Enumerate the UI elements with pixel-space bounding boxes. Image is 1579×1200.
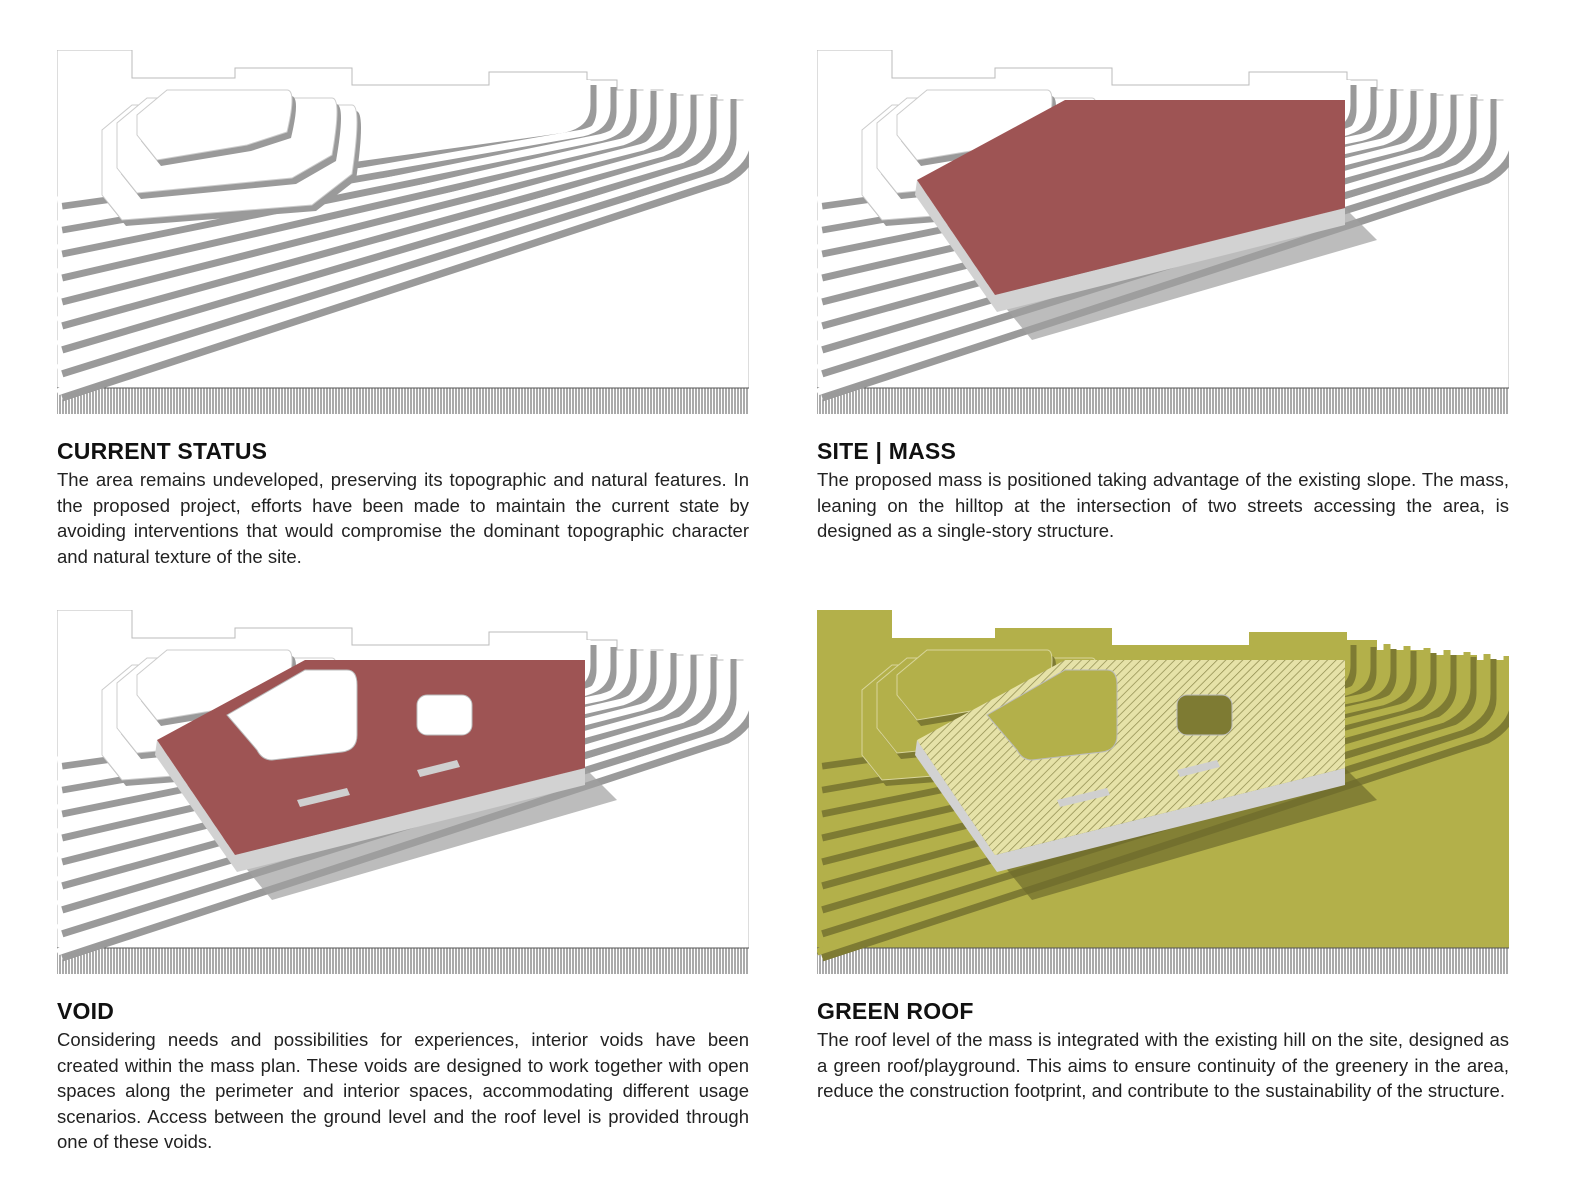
panel-description: The area remains undeveloped, preserving…: [57, 469, 749, 567]
contour-shadow: [820, 653, 1437, 866]
contour-edge: [817, 656, 1509, 956]
contour-edge: [817, 650, 1451, 884]
contour-shadow: [60, 657, 717, 914]
contour-lines: [817, 640, 1509, 962]
contour-edge: [817, 652, 1471, 908]
panel-title: VOID: [57, 998, 115, 1024]
contour-edge: [57, 82, 611, 228]
panel-title: SITE | MASS: [817, 438, 956, 464]
interior-void-large: [226, 669, 358, 761]
contour-edge: [817, 654, 1491, 932]
panel-green-roof: GREEN ROOF The roof level of the mass is…: [817, 610, 1509, 1104]
ground-section-hatch: [57, 387, 749, 414]
contour-edge: [57, 86, 651, 276]
contour-shadow: [60, 661, 749, 962]
contour-shadow: [60, 659, 737, 938]
contour-edge: [817, 86, 1411, 276]
building-mass: [155, 660, 617, 900]
mass-side-wall: [155, 740, 585, 872]
panel-title: GREEN ROOF: [817, 998, 974, 1024]
contour-edge: [817, 90, 1451, 324]
mass-side-wall: [915, 180, 1345, 312]
interior-void-access: [1176, 694, 1233, 736]
skylight-void: [1177, 760, 1220, 777]
topography-diagram-site-mass: [817, 50, 1509, 414]
contour-edge: [57, 92, 711, 348]
contour-lines: [817, 80, 1509, 402]
contour-shadow: [820, 661, 1509, 962]
contour-shadow: [820, 93, 1437, 306]
contour-edge: [817, 644, 1391, 812]
panel-description: The proposed mass is positioned taking a…: [817, 469, 1509, 542]
contour-edge: [57, 96, 749, 396]
mass-roof: [917, 100, 1345, 295]
contour-shadow: [820, 95, 1457, 330]
skylight-void: [417, 760, 460, 777]
ground-section-hatch: [57, 947, 749, 974]
contour-shadow: [60, 653, 677, 866]
interior-void-large: [986, 669, 1118, 761]
contour-shadow: [820, 101, 1509, 402]
contour-shadow: [60, 99, 737, 378]
mass-shadow: [995, 208, 1377, 340]
contour-shadow: [60, 655, 697, 890]
contour-shadow: [60, 95, 697, 330]
topography-diagram-void: [57, 610, 749, 974]
mass-shadow: [235, 768, 617, 900]
contour-edge: [817, 646, 1411, 836]
interior-void-access: [416, 694, 473, 736]
contour-edge: [57, 80, 591, 204]
contour-edge: [57, 90, 691, 324]
contour-edge: [817, 96, 1509, 396]
contour-shadow: [820, 99, 1497, 378]
contour-shadow: [60, 101, 749, 402]
panel-description: Considering needs and possibilities for …: [57, 1029, 749, 1153]
mass-side-wall: [915, 740, 1345, 872]
skylight-void: [1057, 788, 1110, 807]
contour-edge: [57, 88, 671, 300]
contour-lines: [57, 80, 749, 402]
contour-edge: [57, 650, 691, 884]
contour-edge: [57, 644, 631, 812]
contour-shadow: [820, 659, 1497, 938]
contour-shadow: [60, 91, 657, 282]
contour-edge: [57, 648, 671, 860]
contour-edge: [817, 84, 1391, 252]
topography-diagram-current-status: [57, 50, 749, 414]
contour-edge: [817, 92, 1471, 348]
panel-current-status: CURRENT STATUS The area remains undevelo…: [57, 50, 749, 569]
panel-void: VOID Considering needs and possibilities…: [57, 610, 749, 1155]
ground-section-hatch: [817, 947, 1509, 974]
contour-edge: [57, 646, 651, 836]
contour-shadow: [60, 93, 677, 306]
contour-shadow: [820, 91, 1417, 282]
contour-shadow: [60, 97, 717, 354]
ground-section-hatch: [817, 387, 1509, 414]
contour-shadow: [820, 651, 1417, 842]
contour-edge: [57, 94, 731, 372]
panel-site-mass: SITE | MASS The proposed mass is positio…: [817, 50, 1509, 544]
contour-lines: [57, 640, 749, 962]
contour-edge: [817, 88, 1431, 300]
mass-shadow: [995, 768, 1377, 900]
skylight-void: [297, 788, 350, 807]
contour-edge: [57, 656, 749, 956]
contour-edge: [817, 94, 1491, 372]
contour-edge: [817, 648, 1431, 860]
building-mass: [915, 100, 1377, 340]
hilltop-contours: [101, 89, 361, 226]
topography-diagram-green-roof: [817, 610, 1509, 974]
contour-shadow: [820, 655, 1457, 890]
contour-edge: [57, 654, 731, 932]
panel-title: CURRENT STATUS: [57, 438, 268, 464]
building-mass: [915, 660, 1377, 900]
contour-edge: [57, 84, 631, 252]
contour-edge: [57, 652, 711, 908]
panel-description: The roof level of the mass is integrated…: [817, 1029, 1509, 1102]
contour-shadow: [60, 651, 657, 842]
contour-shadow: [820, 657, 1477, 914]
hilltop-ring: [136, 89, 293, 161]
contour-shadow: [820, 97, 1477, 354]
